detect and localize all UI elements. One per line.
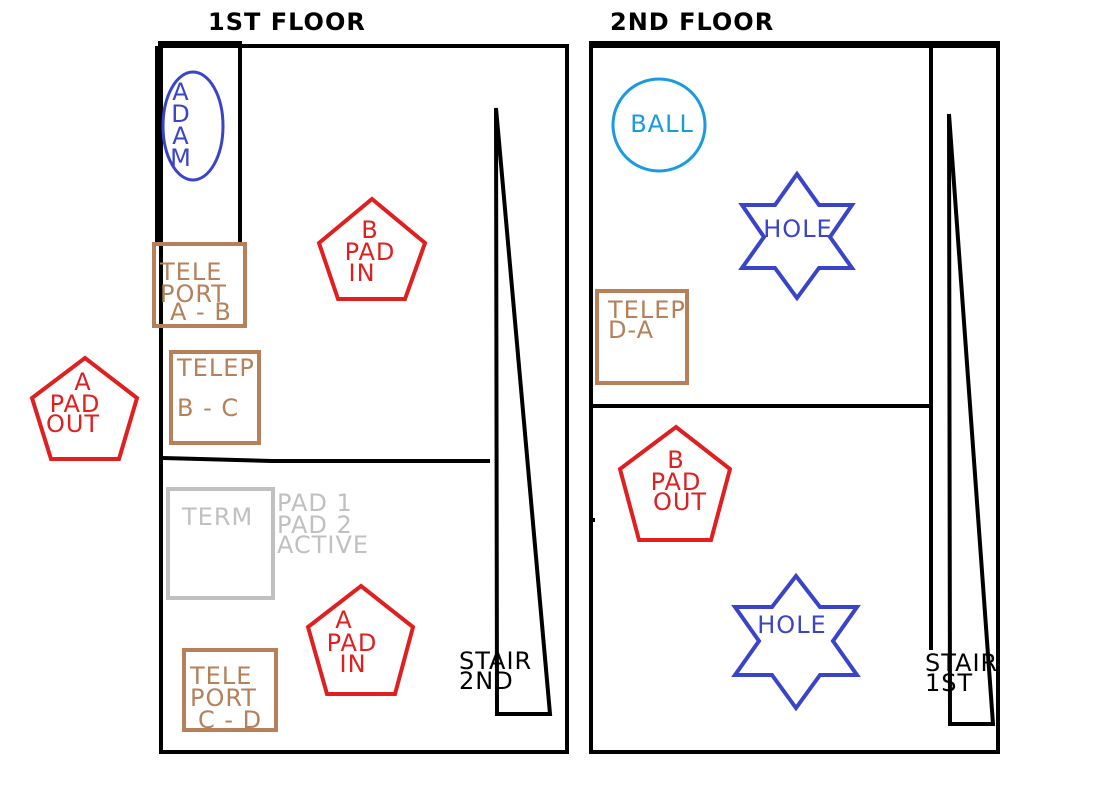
pad-b-out-line-3: OUT — [653, 488, 707, 516]
terminal-status-2: PAD 2 — [277, 511, 353, 539]
adam-letter-1: A — [172, 78, 189, 106]
stair-1st-line-2: 1ST — [925, 669, 973, 697]
teleport-c-d-line-1: TELE — [189, 662, 252, 690]
teleport-c-d-box — [182, 648, 278, 732]
pad-b-in-line-2: PAD — [345, 238, 396, 266]
hole-2: HOLE — [731, 572, 861, 712]
stair-to-1st — [947, 113, 996, 726]
teleport-d-a: TELEP D-A — [595, 289, 689, 385]
floor-title-2: 2ND FLOOR — [610, 8, 774, 36]
pad-a-in: A PAD IN — [305, 583, 416, 696]
teleport-d-a-line-2: D-A — [608, 316, 654, 344]
pad-a-out: A PAD OUT — [29, 355, 140, 461]
hole-2-label: HOLE — [757, 611, 826, 639]
pad-a-in-pentagon — [305, 583, 416, 696]
hole-2-star — [731, 572, 861, 712]
terminal-status-3: ACTIVE — [277, 531, 369, 559]
teleport-d-a-box — [595, 289, 689, 385]
floor-title-1: 1ST FLOOR — [208, 8, 366, 36]
teleport-d-a-line-1: TELEP — [607, 296, 686, 324]
pad-b-in: B PAD IN — [316, 196, 428, 301]
hole-1-label: HOLE — [763, 215, 832, 243]
second-floor-walls — [589, 41, 1000, 754]
adam-player: A D A M — [161, 70, 225, 182]
pad-a-in-line-1: A — [335, 606, 352, 634]
pad-a-out-line-2: PAD — [50, 390, 101, 418]
pad-b-out-pentagon — [617, 424, 733, 542]
adam-letter-2: D — [171, 100, 190, 128]
second-floor-outline — [589, 44, 1000, 754]
pad-a-in-line-3: IN — [339, 650, 366, 678]
stair-2nd-line-1: STAIR — [459, 647, 532, 675]
teleport-a-b-box — [152, 242, 247, 328]
teleport-b-c-line-2: B - C — [177, 394, 239, 422]
teleport-c-d-line-3: C - D — [198, 706, 262, 734]
stair-to-2nd — [494, 107, 553, 716]
teleport-a-b-line-2: PORT — [160, 280, 227, 308]
first-floor-room-divider — [162, 456, 490, 463]
adam-letter-3: A — [172, 122, 189, 150]
teleport-b-c-line-1: TELEP — [176, 354, 255, 382]
teleport-a-b-line-3: A - B — [170, 298, 232, 326]
adam-ellipse — [161, 70, 225, 182]
adam-letter-4: M — [170, 144, 192, 172]
terminal: TERM PAD 1 PAD 2 ACTIVE — [166, 487, 369, 600]
stair-2nd-line-2: 2ND — [459, 667, 514, 695]
pad-a-in-line-2: PAD — [327, 629, 378, 657]
teleport-b-c: TELEP B - C — [169, 350, 261, 445]
pad-a-out-pentagon — [29, 355, 140, 461]
terminal-label: TERM — [181, 503, 253, 531]
pad-b-in-line-1: B — [361, 216, 378, 244]
hole-1: HOLE — [738, 170, 856, 302]
first-floor-outline — [159, 44, 569, 754]
pad-b-in-line-3: IN — [348, 259, 375, 287]
ball: BALL — [611, 77, 707, 173]
ball-label: BALL — [630, 110, 694, 138]
hole-1-star — [738, 170, 856, 302]
pad-b-out: B PAD OUT — [617, 424, 733, 542]
first-floor-walls — [155, 41, 569, 754]
teleport-c-d-line-2: PORT — [190, 684, 257, 712]
pad-b-out-line-2: PAD — [651, 468, 702, 496]
terminal-box — [166, 487, 275, 600]
terminal-status-1: PAD 1 — [277, 489, 353, 517]
teleport-a-b: TELE PORT A - B — [152, 242, 247, 328]
teleport-a-b-line-1: TELE — [159, 258, 222, 286]
pad-b-out-line-1: B — [667, 446, 684, 474]
teleport-b-c-box — [169, 350, 261, 445]
pad-a-out-line-1: A — [74, 368, 91, 396]
pad-b-in-pentagon — [316, 196, 428, 301]
ball-circle — [611, 77, 707, 173]
pad-a-out-line-3: OUT — [46, 410, 100, 438]
stair-1st-line-1: STAIR — [925, 649, 998, 677]
teleport-c-d: TELE PORT C - D — [182, 648, 278, 734]
